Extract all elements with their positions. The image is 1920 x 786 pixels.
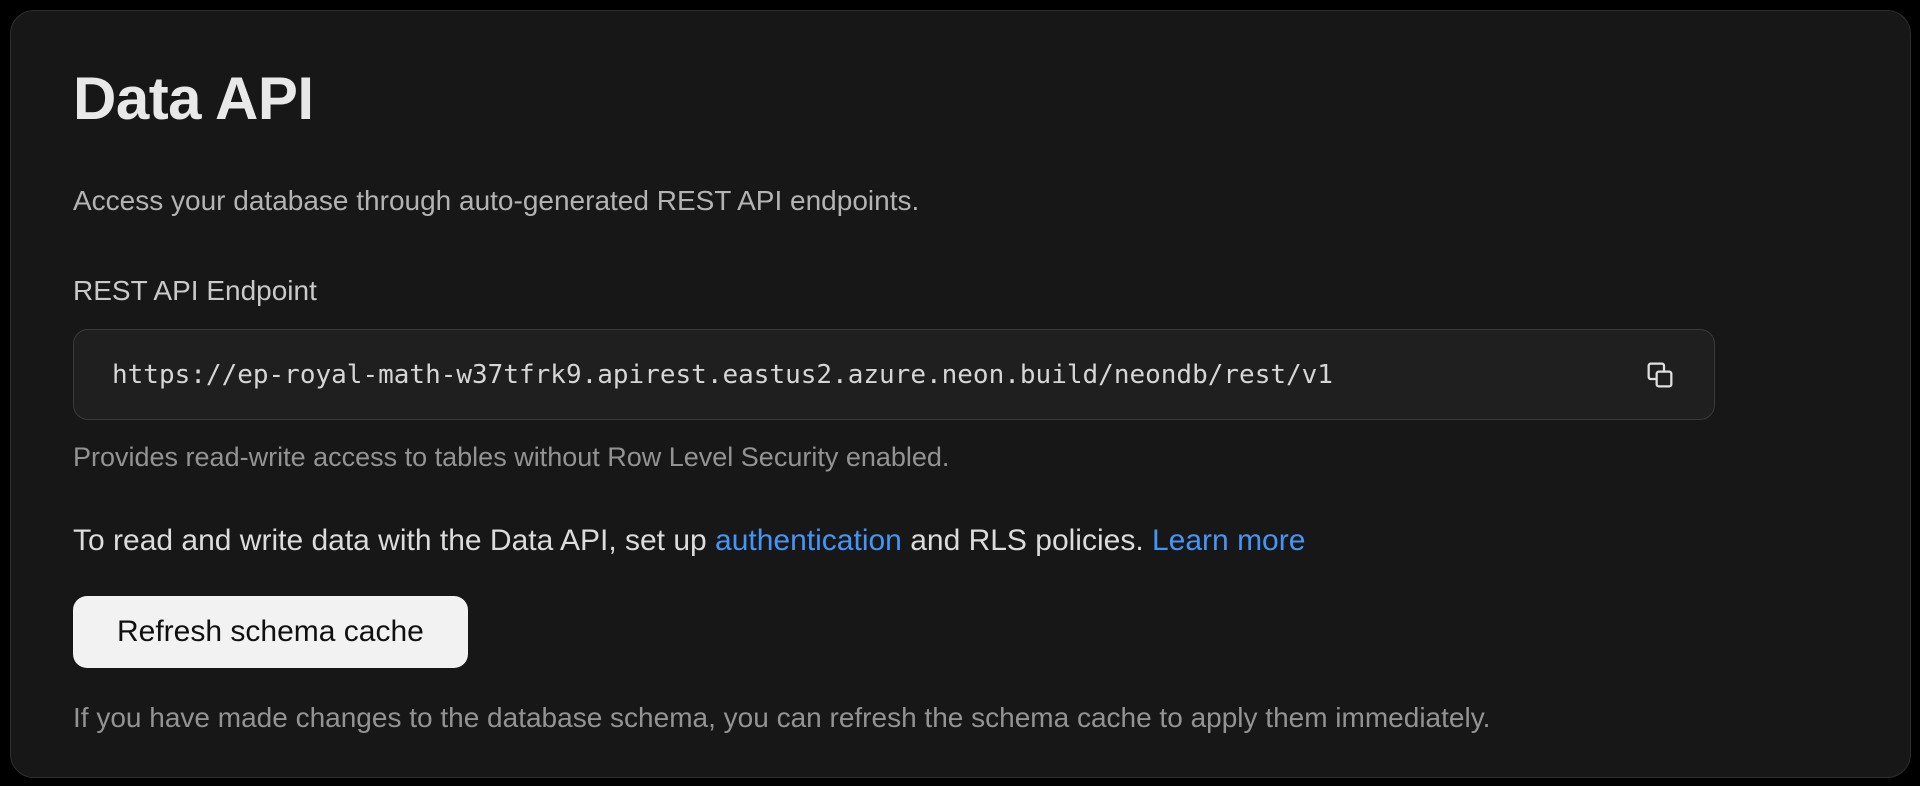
learn-more-link[interactable]: Learn more: [1152, 524, 1306, 557]
refresh-schema-cache-button[interactable]: Refresh schema cache: [73, 596, 468, 668]
copy-icon: [1644, 359, 1676, 391]
copy-endpoint-button[interactable]: [1632, 347, 1688, 403]
page-title: Data API: [73, 65, 314, 132]
authentication-link[interactable]: authentication: [715, 524, 902, 557]
refresh-helper-text: If you have made changes to the database…: [73, 702, 1491, 733]
endpoint-helper-text: Provides read-write access to tables wit…: [73, 442, 950, 472]
data-api-panel: Data API Access your database through au…: [10, 10, 1911, 778]
rest-api-endpoint-field: https://ep-royal-math-w37tfrk9.apirest.e…: [73, 329, 1715, 420]
rest-api-endpoint-label: REST API Endpoint: [73, 275, 317, 306]
auth-note-text-before: To read and write data with the Data API…: [73, 524, 716, 557]
rest-api-endpoint-url: https://ep-royal-math-w37tfrk9.apirest.e…: [112, 359, 1333, 390]
page-description: Access your database through auto-genera…: [73, 185, 920, 216]
auth-note: To read and write data with the Data API…: [73, 521, 1848, 560]
auth-note-text-middle: and RLS policies.: [901, 524, 1152, 557]
